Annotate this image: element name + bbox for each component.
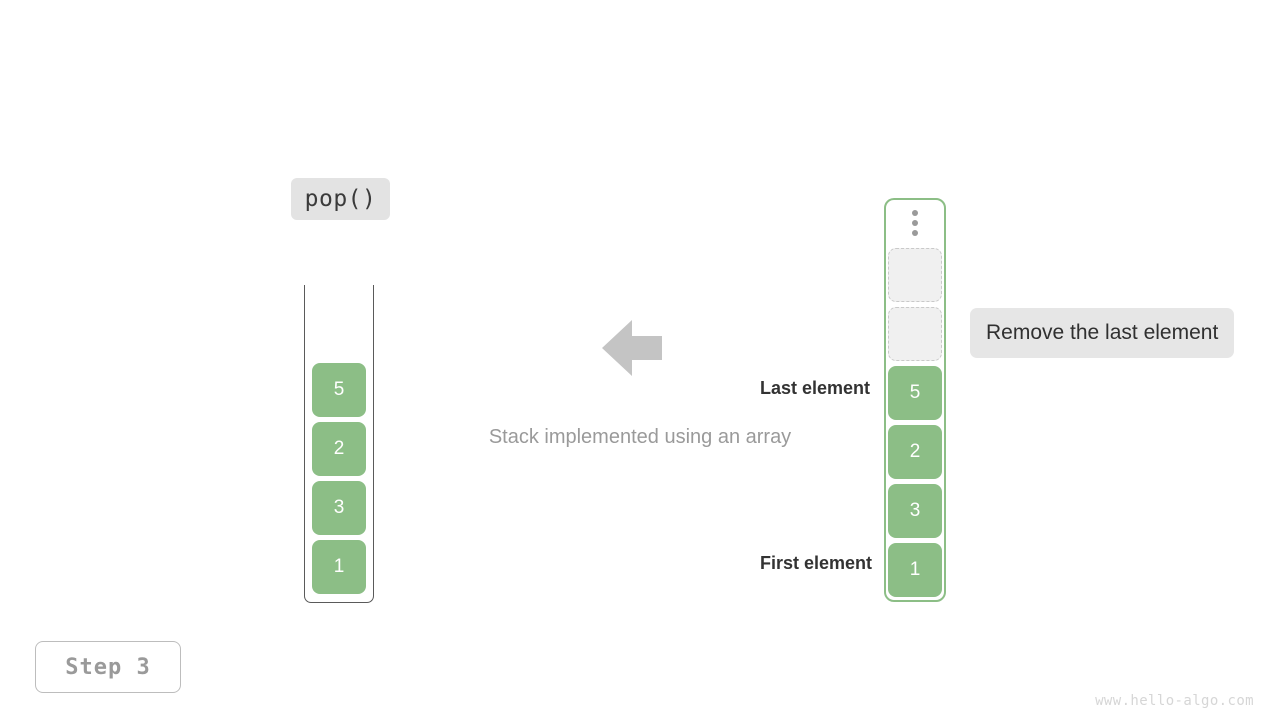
arrow-left-icon (602, 320, 662, 376)
ellipsis-dot (912, 210, 918, 216)
annotation-text: Remove the last element (986, 321, 1219, 344)
stack-cell: 2 (888, 425, 942, 479)
ellipsis-dot (912, 230, 918, 236)
array-cell: 5 (312, 363, 366, 417)
label-first-element: First element (759, 553, 872, 573)
vertical-ellipsis-icon (888, 203, 942, 243)
stack-empty-slot (888, 307, 942, 361)
annotation-callout: Remove the last element (970, 308, 1235, 358)
diagram-caption: Stack implemented using an array (488, 426, 792, 448)
stack-cell: 3 (888, 484, 942, 538)
step-badge: Step 3 (35, 641, 181, 693)
operation-pill: pop() (291, 178, 390, 220)
stack-cell: 5 (888, 366, 942, 420)
watermark: www.hello-algo.com (1095, 693, 1254, 709)
operation-label: pop() (304, 186, 377, 212)
stack-cell-list: 5 2 3 1 (886, 200, 944, 600)
array-cell: 3 (312, 481, 366, 535)
stack-cell: 1 (888, 543, 942, 597)
stack-empty-slot (888, 248, 942, 302)
label-last-element: Last element (759, 378, 870, 398)
array-cell: 2 (312, 422, 366, 476)
array-cell-list: 5 2 3 1 (304, 363, 374, 594)
array-cell: 1 (312, 540, 366, 594)
step-label: Step 3 (65, 654, 151, 680)
ellipsis-dot (912, 220, 918, 226)
